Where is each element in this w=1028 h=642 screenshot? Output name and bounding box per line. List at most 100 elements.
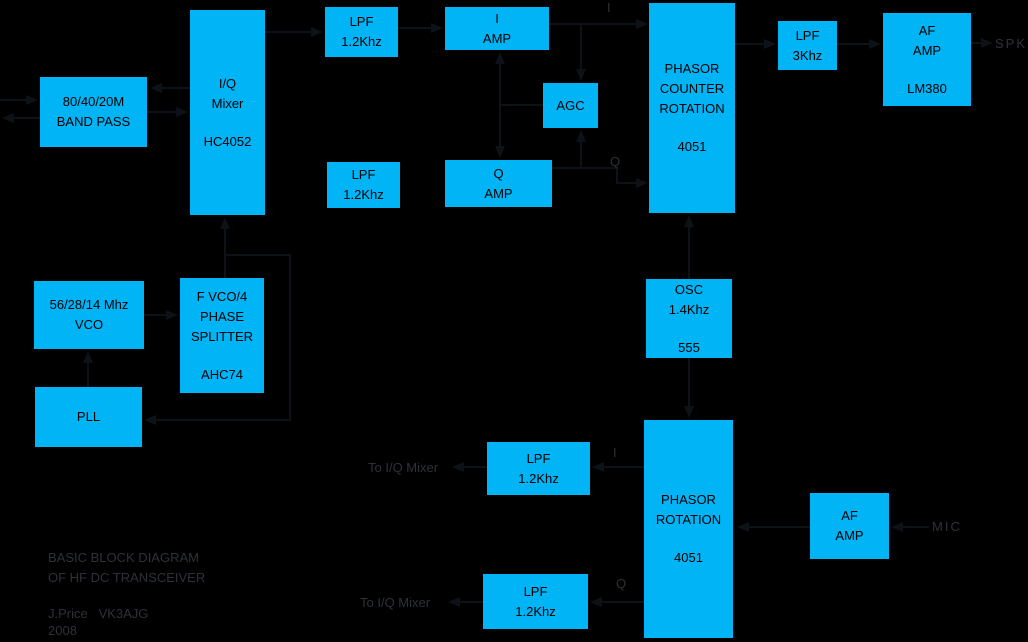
block-label: ROTATION	[659, 101, 725, 116]
arrowhead-left-icon	[590, 597, 602, 607]
wire	[580, 140, 582, 168]
wire	[500, 104, 543, 106]
block-label: 56/28/14 Mhz	[49, 297, 129, 312]
arrowhead-down-icon	[495, 146, 505, 158]
wire	[87, 362, 89, 387]
arrowhead-left-icon	[891, 522, 903, 532]
block-chip-label: HC4052	[203, 133, 252, 149]
block-label: I/Q	[218, 75, 237, 91]
block-label: Q	[493, 165, 504, 181]
block-band-pass: 80/40/20M BAND PASS	[40, 77, 147, 147]
signal-label-i-tx: I	[613, 445, 617, 460]
block-label: AF	[841, 508, 858, 523]
block-label: 1.2Khz	[343, 187, 384, 202]
wire	[463, 466, 487, 468]
block-label: PLL	[76, 409, 101, 424]
arrowhead-right-icon	[764, 39, 776, 49]
block-lpf-tx-i: LPF 1.2Khz	[487, 442, 590, 495]
arrowhead-left-icon	[737, 522, 749, 532]
arrowhead-up-icon	[495, 52, 505, 64]
signal-label-q-rx: Q	[610, 154, 621, 169]
block-label: AMP	[484, 185, 513, 201]
arrowhead-up-icon	[220, 217, 230, 229]
wire	[616, 182, 638, 184]
diagram-title-line2: OF HF DC TRANSCEIVER	[48, 570, 206, 585]
arrowhead-right-icon	[981, 38, 993, 48]
block-lpf-tx-q: LPF 1.2Khz	[483, 574, 588, 629]
wire	[12, 117, 40, 119]
arrowhead-left-icon	[448, 597, 460, 607]
block-label: AMP	[482, 30, 512, 46]
arrowhead-left-icon	[150, 83, 162, 93]
block-label: 1.2Khz	[515, 603, 556, 619]
block-label: LPF	[526, 450, 551, 466]
arrowhead-right-icon	[636, 19, 648, 29]
wire	[616, 167, 618, 184]
block-phasor-rotation: PHASOR ROTATION 4051	[644, 420, 733, 638]
wire	[162, 87, 190, 89]
block-label: Mixer	[211, 95, 244, 111]
wire	[459, 601, 483, 603]
wire	[398, 27, 432, 29]
wire	[549, 23, 637, 25]
wire	[155, 419, 291, 421]
arrowhead-left-icon	[144, 415, 156, 425]
wire	[902, 526, 929, 528]
arrowhead-left-icon	[592, 462, 604, 472]
wire	[144, 314, 167, 316]
arrowhead-down-icon	[684, 406, 694, 418]
block-label: 1.4Khz	[668, 301, 710, 317]
arrowhead-left-icon	[452, 462, 464, 472]
block-label: I	[495, 10, 499, 26]
block-af-amp-rx: AF AMP LM380	[883, 13, 971, 106]
wire	[688, 226, 690, 279]
block-label: AMP	[912, 42, 942, 58]
signal-label-i-rx: I	[607, 0, 611, 15]
block-chip-label: 4051	[674, 550, 703, 565]
mic-label: MIC	[932, 519, 962, 534]
block-label: OSC	[674, 281, 704, 297]
arrowhead-right-icon	[166, 310, 178, 320]
wire	[601, 601, 644, 603]
wire	[147, 111, 177, 113]
arrowhead-up-icon	[684, 215, 694, 227]
block-pll: PLL	[35, 387, 142, 447]
wire	[688, 358, 690, 407]
block-vco: 56/28/14 Mhz VCO	[34, 281, 144, 349]
block-lpf-rx-i: LPF 1.2Khz	[325, 7, 398, 57]
block-label: LPF	[351, 167, 376, 182]
block-lpf-af: LPF 3Khz	[778, 21, 837, 70]
arrowhead-right-icon	[869, 39, 881, 49]
block-iq-mixer: I/Q Mixer HC4052	[190, 10, 265, 215]
block-label: 3Khz	[792, 47, 823, 63]
block-chip-label: LM380	[907, 80, 947, 96]
arrowhead-right-icon	[311, 27, 323, 37]
wire	[580, 25, 582, 70]
block-chip-label: AHC74	[201, 366, 243, 382]
block-label: AGC	[556, 97, 585, 113]
block-i-amp: I AMP	[445, 7, 549, 50]
wire	[552, 167, 618, 169]
arrowhead-right-icon	[431, 23, 443, 33]
arrowhead-up-icon	[576, 130, 586, 142]
block-label: PHASOR	[664, 61, 720, 76]
block-label: LPF	[349, 14, 374, 29]
arrowhead-right-icon	[176, 107, 188, 117]
block-label: PHASE	[199, 308, 245, 324]
wire	[735, 43, 765, 45]
block-phase-splitter: F VCO/4 PHASE SPLITTER AHC74	[180, 278, 264, 393]
wire	[289, 254, 291, 420]
block-osc: OSC 1.4Khz 555	[646, 279, 732, 358]
block-label: AF	[918, 22, 936, 38]
block-phasor-counter-rotation: PHASOR COUNTER ROTATION 4051	[649, 3, 735, 213]
block-label: AMP	[835, 528, 864, 543]
block-label: VCO	[74, 317, 104, 332]
wire	[603, 466, 644, 468]
diagram-author: J.Price VK3AJG	[48, 606, 149, 621]
block-label: PHASOR	[661, 492, 716, 507]
wire	[748, 526, 810, 528]
arrowhead-left-icon	[2, 113, 14, 123]
block-label: LPF	[795, 27, 820, 43]
block-label: LPF	[523, 583, 548, 599]
block-label: COUNTER	[659, 81, 725, 96]
